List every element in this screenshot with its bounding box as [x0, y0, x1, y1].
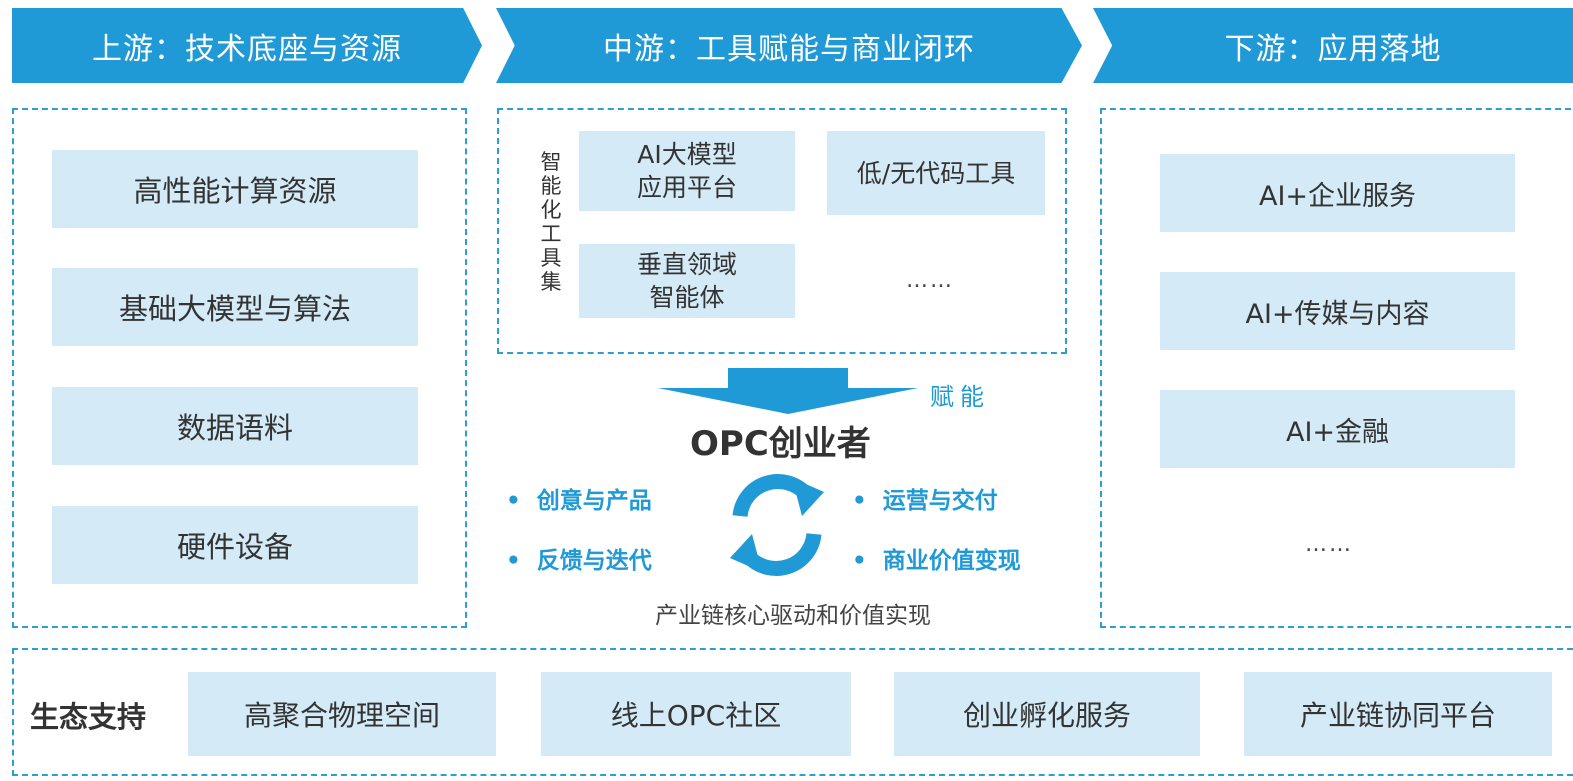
cycle-item-operations-label: 运营与交付 [882, 488, 998, 514]
opc-title: OPC创业者 [690, 424, 871, 464]
upstream-header: 上游：技术底座与资源 [12, 8, 482, 83]
tool-more: …… [906, 268, 954, 293]
tool-vertical-line1: 垂直领域 [636, 250, 737, 279]
tool-ai-platform-line1: AI大模型 [637, 140, 737, 169]
ecosystem-frame [12, 648, 1573, 776]
upstream-item-data: 数据语料 [52, 387, 418, 465]
cycle-item-ideas-label: 创意与产品 [536, 488, 652, 514]
tool-ai-platform: AI大模型 应用平台 [579, 131, 795, 211]
cycle-arrows-icon [730, 474, 824, 576]
downstream-item-finance: AI+金融 [1160, 390, 1515, 468]
midstream-header: 中游：工具赋能与商业闭环 [496, 8, 1082, 83]
bullet-dot: • [506, 548, 521, 574]
downstream-more: …… [1305, 532, 1353, 557]
bullet-dot: • [852, 488, 867, 514]
toolset-frame [497, 108, 1067, 354]
tool-ai-platform-line2: 应用平台 [636, 173, 737, 202]
upstream-frame [12, 108, 467, 628]
upstream-item-compute: 高性能计算资源 [52, 150, 418, 228]
eco-item-platform: 产业链协同平台 [1244, 672, 1552, 756]
upstream-item-hardware: 硬件设备 [52, 506, 418, 584]
bullet-dot: • [852, 548, 867, 574]
cycle-item-monetization-label: 商业价值变现 [882, 548, 1021, 574]
cycle-item-feedback: • 反馈与迭代 [506, 541, 652, 575]
tool-vertical-line2: 智能体 [649, 283, 725, 312]
core-caption: 产业链核心驱动和价值实现 [655, 603, 931, 629]
ecosystem-label: 生态支持 [30, 700, 147, 734]
eco-item-space: 高聚合物理空间 [188, 672, 496, 756]
empower-arrow-icon [658, 368, 918, 414]
empower-label: 赋能 [930, 383, 990, 411]
bullet-dot: • [506, 488, 521, 514]
cycle-item-operations: • 运营与交付 [852, 481, 998, 515]
downstream-frame [1100, 108, 1571, 628]
cycle-item-monetization: • 商业价值变现 [852, 541, 1021, 575]
downstream-item-enterprise: AI+企业服务 [1160, 154, 1515, 232]
cycle-item-feedback-label: 反馈与迭代 [536, 548, 652, 574]
tool-vertical-agent: 垂直领域 智能体 [579, 244, 795, 318]
downstream-header: 下游：应用落地 [1093, 8, 1573, 83]
eco-item-community: 线上OPC社区 [541, 672, 851, 756]
upstream-item-models: 基础大模型与算法 [52, 268, 418, 346]
eco-item-incubation: 创业孵化服务 [894, 672, 1200, 756]
toolset-label: 智能化工具集 [540, 150, 562, 294]
tool-lowcode: 低/无代码工具 [827, 131, 1045, 215]
cycle-item-ideas: • 创意与产品 [506, 481, 652, 515]
downstream-item-media: AI+传媒与内容 [1160, 272, 1515, 350]
